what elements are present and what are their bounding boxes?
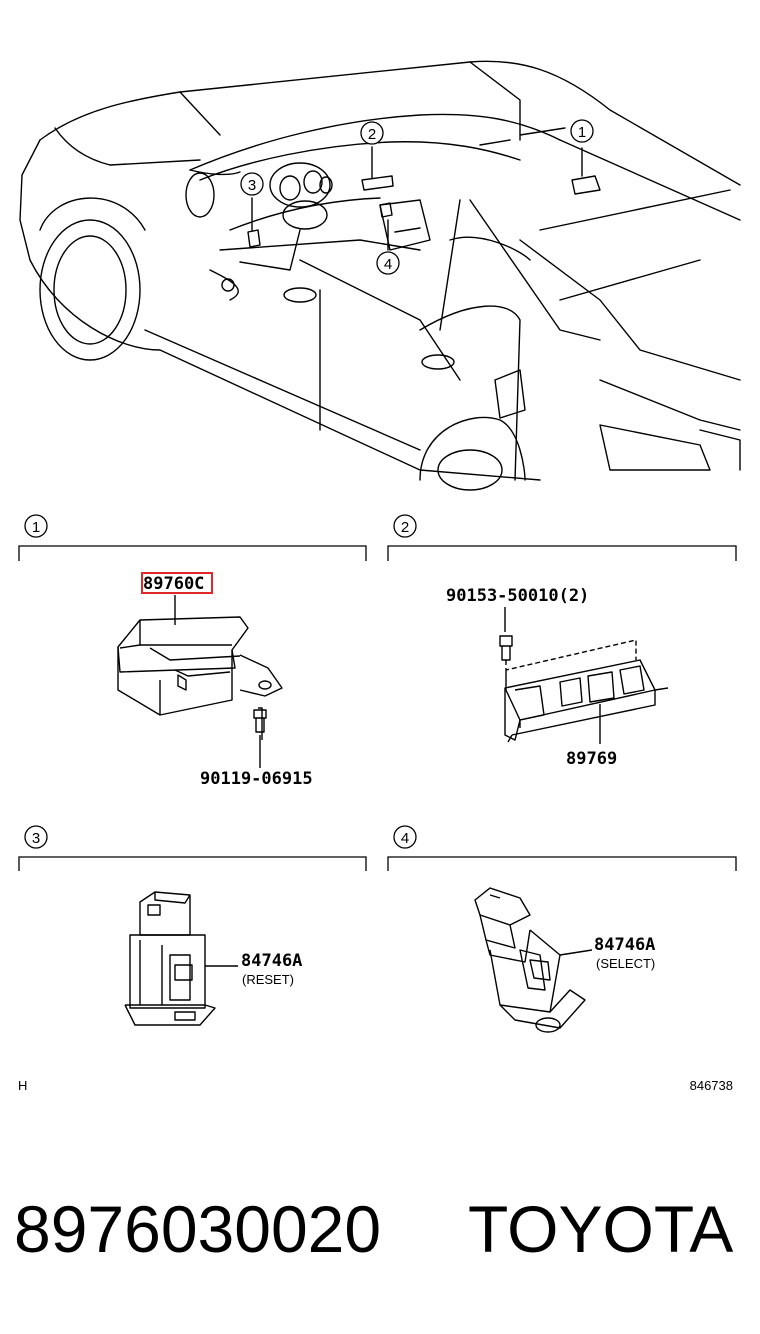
section-2-number: 2 xyxy=(401,519,409,536)
footer-diagram-id: 846738 xyxy=(690,1078,733,1093)
part-code-89760C[interactable]: 89760C xyxy=(143,574,204,594)
part-code-84746A-reset[interactable]: 84746A xyxy=(241,951,302,971)
section-3-number: 3 xyxy=(32,830,40,847)
car-callout-number: 2 xyxy=(368,126,376,143)
car-callout-3: 3 xyxy=(240,172,264,196)
part-code-90119-06915[interactable]: 90119-06915 xyxy=(200,769,313,789)
part-code-90153-50010[interactable]: 90153-50010(2) xyxy=(446,586,589,606)
car-callout-4: 4 xyxy=(376,251,400,275)
highlight-box xyxy=(141,572,213,594)
car-callout-2: 2 xyxy=(360,121,384,145)
reset-switch-drawing xyxy=(124,891,238,1026)
footer-left-code: H xyxy=(18,1078,27,1093)
section-4-number: 4 xyxy=(401,830,409,847)
section-3: 3 84746A (RESET) xyxy=(18,825,367,1026)
reset-note: (RESET) xyxy=(242,972,294,987)
car-callout-number: 4 xyxy=(384,256,392,273)
control-unit-drawing xyxy=(499,607,669,744)
part-code-89769[interactable]: 89769 xyxy=(566,749,617,769)
car-callout-1: 1 xyxy=(570,119,594,143)
car-illustration xyxy=(19,60,741,491)
section-1: 1 89760C 90119-06915 xyxy=(18,514,367,789)
brand-name: TOYOTA xyxy=(468,1192,734,1266)
select-switch-drawing xyxy=(474,887,593,1033)
part-number: 8976030020 xyxy=(14,1192,382,1266)
part-code-84746A-select[interactable]: 84746A xyxy=(594,935,655,955)
section-4: 4 84746A (SELECT) xyxy=(387,825,737,1033)
select-note: (SELECT) xyxy=(596,956,655,971)
car-callout-number: 3 xyxy=(248,177,256,194)
car-callout-number: 1 xyxy=(578,124,586,141)
section-1-number: 1 xyxy=(32,519,40,536)
section-2: 2 90153-50010(2) 89769 xyxy=(387,514,737,769)
sensor-module-drawing xyxy=(117,595,283,768)
car-callouts: 1 2 3 4 xyxy=(240,119,594,275)
